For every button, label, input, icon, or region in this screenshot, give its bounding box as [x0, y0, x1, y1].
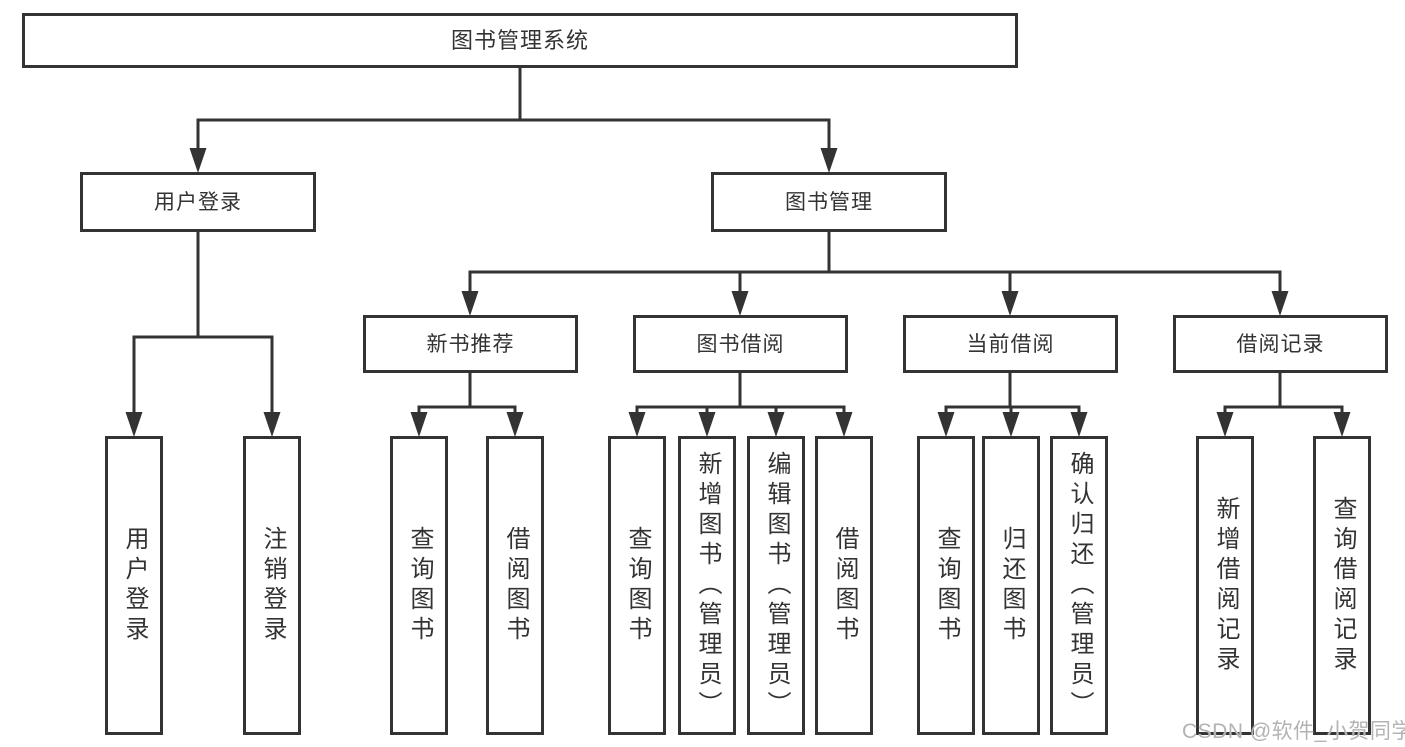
leaf-label: 归还图书	[998, 525, 1025, 646]
connector-currentborrow-to-leaves	[944, 371, 1081, 415]
leaf-user-login: 用户登录	[105, 436, 163, 735]
leaf-edit-book-admin: 编辑图书（管理员）	[747, 436, 805, 735]
leaf-label: 确认归还（管理员）	[1066, 450, 1093, 721]
leaf-label: 查询图书	[933, 525, 960, 646]
leaf-query-book-recommend: 查询图书	[390, 436, 448, 735]
leaf-label: 注销登录	[259, 525, 286, 646]
leaf-label: 查询图书	[624, 525, 651, 646]
leaf-borrow-book: 借阅图书	[815, 436, 873, 735]
leaf-add-borrow-record: 新增借阅记录	[1196, 436, 1254, 735]
connector-borrowrecords-to-leaves	[1223, 371, 1344, 415]
leaf-label: 用户登录	[121, 525, 148, 646]
node-root: 图书管理系统	[22, 13, 1018, 68]
node-label: 新书推荐	[426, 332, 515, 356]
leaf-query-book-current: 查询图书	[917, 436, 975, 735]
node-label: 当前借阅	[966, 332, 1055, 356]
leaf-label: 查询借阅记录	[1329, 495, 1356, 676]
leaf-label: 借阅图书	[831, 525, 858, 646]
leaf-confirm-return-admin: 确认归还（管理员）	[1050, 436, 1108, 735]
node-user-login: 用户登录	[80, 172, 316, 232]
arrowheads-level2	[189, 148, 838, 173]
node-label: 图书管理	[785, 190, 873, 214]
leaf-add-book-admin: 新增图书（管理员）	[678, 436, 736, 735]
arrowheads-newbook-leaves	[410, 412, 524, 437]
node-book-borrow: 图书借阅	[633, 315, 848, 373]
node-label: 图书借阅	[696, 332, 785, 356]
leaf-query-book-borrow: 查询图书	[608, 436, 666, 735]
arrowheads-currentborrow-leaves	[937, 412, 1088, 437]
arrowheads-userlogin-leaves	[125, 412, 281, 437]
node-label: 用户登录	[154, 190, 242, 214]
leaf-label: 编辑图书（管理员）	[763, 450, 790, 721]
connector-newbook-to-leaves	[417, 371, 517, 415]
node-current-borrow: 当前借阅	[903, 315, 1118, 373]
connector-bookmgmt-to-level3	[468, 230, 1282, 295]
node-label: 借阅记录	[1236, 332, 1325, 356]
leaf-label: 借阅图书	[502, 525, 529, 646]
leaf-return-book: 归还图书	[982, 436, 1040, 735]
connector-userlogin-to-leaves	[132, 230, 274, 416]
arrowheads-bookborrow-leaves	[628, 412, 853, 437]
node-new-book-recommend: 新书推荐	[363, 315, 578, 373]
arrowheads-level3	[461, 291, 1289, 316]
connector-root-to-level2	[196, 66, 831, 152]
leaf-label: 新增借阅记录	[1212, 495, 1239, 676]
leaf-label: 查询图书	[406, 525, 433, 646]
arrowheads-borrowrecords-leaves	[1216, 412, 1351, 437]
leaf-logout: 注销登录	[243, 436, 301, 735]
leaf-query-borrow-record: 查询借阅记录	[1313, 436, 1371, 735]
leaf-label: 新增图书（管理员）	[694, 450, 721, 721]
node-label: 图书管理系统	[450, 27, 589, 53]
node-book-mgmt: 图书管理	[711, 172, 947, 232]
csdn-watermark: CSDN @软件_小贺同学	[1182, 720, 1405, 743]
leaf-borrow-book-recommend: 借阅图书	[486, 436, 544, 735]
node-borrow-records: 借阅记录	[1173, 315, 1388, 373]
connector-bookborrow-to-leaves	[635, 371, 846, 415]
